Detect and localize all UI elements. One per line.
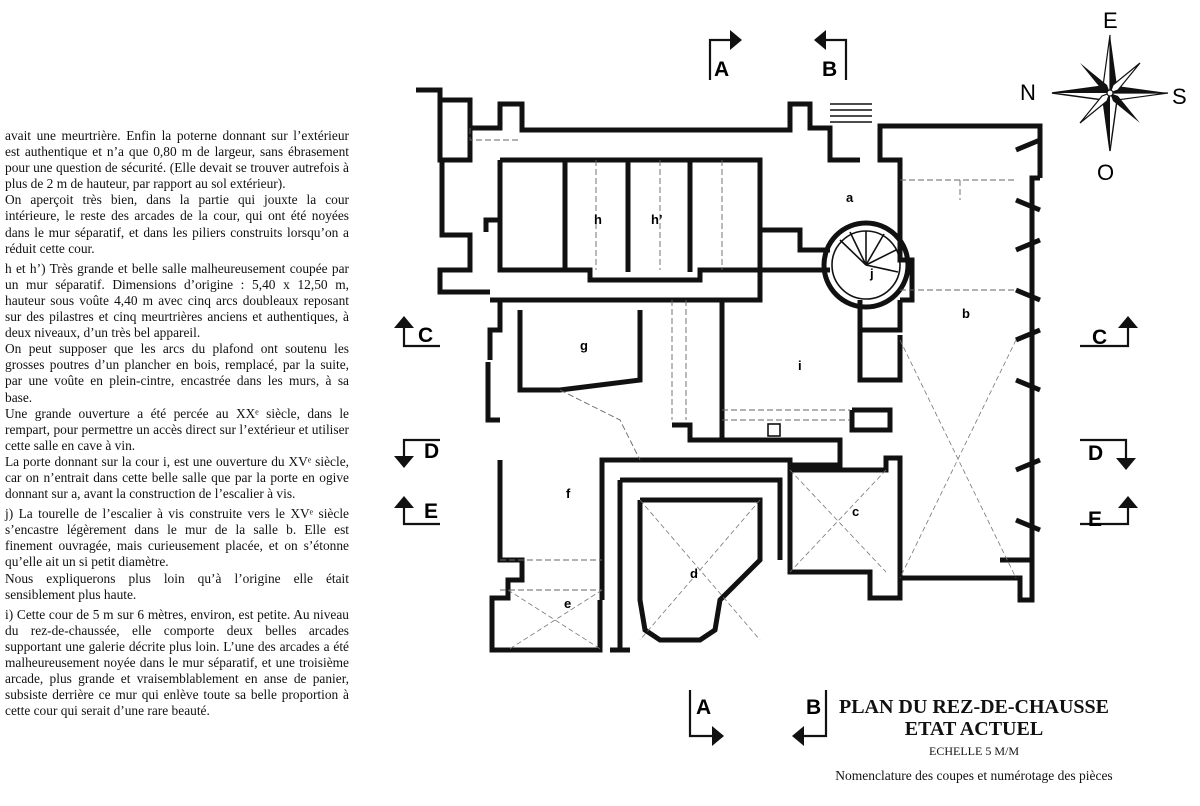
room-label-d: d xyxy=(690,566,698,581)
room-label-j: j xyxy=(869,266,874,281)
spiral-staircase xyxy=(821,220,911,310)
section-marker-b-top: B xyxy=(814,30,848,81)
paragraph: Une grande ouverture a été percée au XXᵉ… xyxy=(5,405,349,453)
paragraph: j) La tourelle de l’escalier à vis const… xyxy=(5,506,349,570)
section-marker-a-bottom: A xyxy=(688,690,724,746)
plan-title: PLAN DU REZ-DE-CHAUSSE ETAT ACTUEL xyxy=(834,696,1114,740)
plan-title-line2: ETAT ACTUEL xyxy=(904,718,1044,740)
compass-north: N xyxy=(1020,80,1036,105)
svg-text:E: E xyxy=(1088,508,1102,531)
compass-west: O xyxy=(1097,160,1114,185)
section-marker-e-left: E xyxy=(394,496,440,526)
svg-text:C: C xyxy=(418,324,433,347)
svg-text:D: D xyxy=(1088,442,1103,465)
paragraph: h et h’) Très grande et belle salle malh… xyxy=(5,260,349,341)
plan-title-line1: PLAN DU REZ-DE-CHAUSSE xyxy=(838,696,1110,718)
svg-text:D: D xyxy=(424,440,439,463)
room-label-c: c xyxy=(852,504,859,519)
pillar xyxy=(767,423,781,437)
compass-south: S xyxy=(1172,84,1187,109)
paragraph: Nous expliquerons plus loin qu’à l’origi… xyxy=(5,570,349,602)
paragraph: On aperçoit très bien, dans la partie qu… xyxy=(5,192,349,256)
vault-lines xyxy=(469,128,1017,651)
scale-label: ECHELLE 5 M/M xyxy=(929,744,1019,758)
svg-text:B: B xyxy=(806,696,821,719)
room-label-h-prime: h’ xyxy=(651,212,663,227)
room-label-i: i xyxy=(798,358,802,373)
section-marker-b-bottom: B xyxy=(792,690,828,746)
room-label-e: e xyxy=(564,596,571,611)
paragraph: On peut supposer que les arcs du plafond… xyxy=(5,341,349,405)
section-marker-c-left: C xyxy=(394,316,440,348)
section-marker-e-right: E xyxy=(1080,496,1138,531)
room-label-g: g xyxy=(580,338,588,353)
room-labels: a b c d e f g h h’ i j xyxy=(564,190,970,611)
svg-text:E: E xyxy=(424,500,438,523)
room-label-h: h xyxy=(594,212,602,227)
description-text: avait une meurtrière. Enfin la poterne d… xyxy=(5,128,349,719)
svg-text:A: A xyxy=(714,58,729,81)
plan-walls xyxy=(416,87,1043,653)
paragraph: i) Cette cour de 5 m sur 6 mètres, envir… xyxy=(5,606,349,719)
compass-east: E xyxy=(1103,8,1118,33)
nomenclature-caption: Nomenclature des coupes et numérotage de… xyxy=(835,768,1113,783)
svg-text:B: B xyxy=(822,58,837,81)
paragraph: La porte donnant sur la cour i, est une … xyxy=(5,453,349,502)
room-label-a: a xyxy=(846,190,854,205)
section-marker-a-top: A xyxy=(708,30,742,81)
section-marker-d-left: D xyxy=(394,438,440,468)
compass-rose xyxy=(1051,34,1169,152)
paragraph: avait une meurtrière. Enfin la poterne d… xyxy=(5,128,349,192)
section-marker-d-right: D xyxy=(1080,438,1136,470)
room-label-b: b xyxy=(962,306,970,321)
entrance-steps xyxy=(830,103,872,123)
room-label-f: f xyxy=(566,486,571,501)
svg-text:A: A xyxy=(696,696,711,719)
section-marker-c-right: C xyxy=(1080,316,1138,349)
svg-text:C: C xyxy=(1092,326,1107,349)
